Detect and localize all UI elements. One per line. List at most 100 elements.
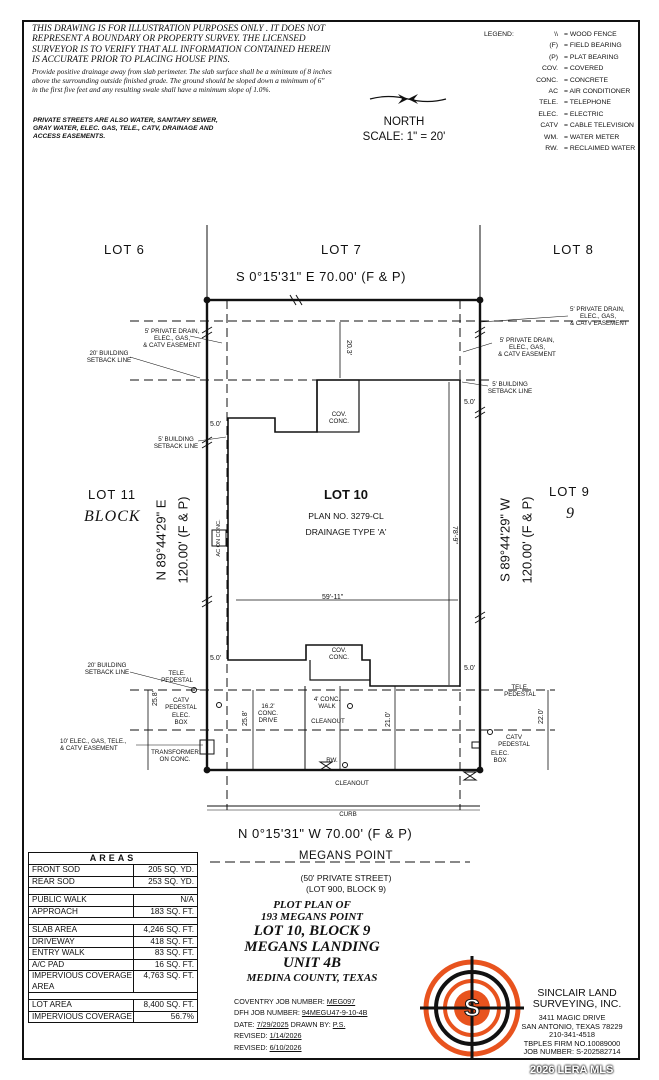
areas-value: 8,400 SQ. FT.	[143, 1000, 194, 1009]
areas-value: 16 SQ. FT.	[154, 959, 194, 969]
mls-watermark: 2026 LERA MLS	[530, 1064, 614, 1076]
date-row: DATE: 7/29/2025 DRAWN BY: P.S.	[234, 1019, 367, 1030]
dim-21-0: 21.0'	[385, 712, 392, 727]
transformer-label: TRANSFORMER ON CONC.	[150, 749, 200, 763]
setback-5-right: 5' BUILDING SETBACK LINE	[486, 381, 534, 395]
legend-row: (F)= FIELD BEARING	[496, 40, 635, 51]
north-arrow-icon	[369, 94, 447, 104]
lot-6-label: LOT 6	[104, 242, 145, 257]
label-line: 5' PRIVATE DRAIN,	[144, 328, 200, 335]
lot-8-label: LOT 8	[553, 242, 594, 257]
company-addr-1: 3411 MAGIC DRIVE	[538, 1013, 606, 1022]
areas-spacer	[29, 888, 197, 895]
label-line: ELEC.	[172, 712, 190, 719]
areas-value: N/A	[180, 895, 194, 904]
drainage-type: DRAINAGE TYPE 'A'	[305, 527, 387, 537]
setback-20-bottom: 20' BUILDING SETBACK LINE	[82, 662, 132, 676]
legend-key: ELEC.	[538, 110, 558, 118]
block-label: BLOCK	[84, 508, 141, 525]
dim-25-8-left: 25.8'	[152, 691, 159, 706]
areas-label: LOT AREA	[29, 1000, 134, 1011]
easement-10: 10' ELEC., GAS, TELE., & CATV EASEMENT	[60, 738, 140, 752]
label-line: & CATV EASEMENT	[570, 320, 628, 327]
label-line: CONC.	[258, 710, 278, 717]
label-line: ON CONC.	[159, 756, 191, 763]
disclaimer-note: THIS DRAWING IS FOR ILLUSTRATION PURPOSE…	[32, 24, 331, 66]
cleanout-label-1: CLEANOUT	[311, 718, 345, 725]
label-line: SETBACK LINE	[84, 669, 130, 676]
label-line: ELEC.	[491, 750, 509, 757]
dim-78-9: 78'-9"	[451, 526, 458, 544]
label-line: 20' BUILDING	[87, 662, 127, 669]
street-sub-2: (LOT 900, BLOCK 9)	[305, 884, 387, 894]
label-line: WALK	[318, 703, 336, 710]
label-line: PEDESTAL	[161, 677, 193, 684]
title-line-2: 193 MEGANS POINT	[260, 911, 364, 923]
label-line: SETBACK LINE	[153, 443, 199, 450]
company-details: 3411 MAGIC DRIVE SAN ANTONIO, TEXAS 7822…	[510, 1013, 634, 1057]
revised-row-2: REVISED: 6/10/2026	[234, 1042, 367, 1053]
legend-row: AC= AIR CONDITIONER	[496, 86, 635, 97]
legend-row: (P)= PLAT BEARING	[496, 52, 635, 63]
drain-easement-right: 5' PRIVATE DRAIN, ELEC., GAS, & CATV EAS…	[570, 306, 650, 327]
dfh-label: DFH JOB NUMBER:	[234, 1008, 300, 1018]
revised-value-1: 1/14/2026	[269, 1031, 302, 1041]
dim-5-right-bottom: 5.0'	[464, 665, 476, 672]
logo-letter: S	[464, 995, 480, 1022]
date-label: DATE:	[234, 1019, 255, 1029]
street-sub-1: (50' PRIVATE STREET)	[300, 873, 392, 883]
legend-row: RW.= RECLAIMED WATER	[496, 143, 635, 154]
areas-label: APPROACH	[29, 906, 134, 917]
drawn-value: P.S.	[332, 1019, 346, 1029]
north-block: NORTH SCALE: 1" = 20'	[350, 115, 458, 145]
areas-value: 4,246 SQ. FT.	[143, 925, 194, 934]
label-line: 5' BUILDING	[492, 381, 528, 388]
surveyor-logo-icon: S	[420, 956, 524, 1060]
dim-22-0: 22.0'	[538, 709, 545, 724]
areas-value: 83 SQ. FT.	[154, 948, 194, 957]
label-line: CONC.	[329, 654, 349, 661]
label-line: & CATV EASEMENT	[143, 342, 201, 349]
drawn-label: DRAWN BY:	[290, 1019, 331, 1029]
lot-10-label: LOT 10	[323, 487, 369, 502]
label-line: ELEC., GAS,	[153, 335, 191, 342]
company-job: JOB NUMBER: S-202582714	[523, 1047, 621, 1057]
areas-value: 253 SQ. YD.	[148, 876, 194, 886]
label-line: BOX	[174, 719, 188, 726]
label-line: DRIVE	[258, 717, 278, 724]
areas-label: A/C PAD	[29, 959, 134, 970]
legend-row: WM.= WATER METER	[496, 132, 635, 143]
elec-box-left: ELEC. BOX	[168, 712, 194, 726]
label-line: TRANSFORMER	[151, 749, 199, 756]
lot-9-label: LOT 9	[549, 484, 590, 499]
legend-title: LEGEND:	[484, 31, 514, 38]
title-line-1: PLOT PLAN OF	[273, 899, 351, 911]
coventry-value: MEG097	[326, 997, 356, 1006]
bearing-top: S 0°15'31" E 70.00' (F & P)	[236, 269, 406, 284]
bearing-right-b: 120.00' (F & P)	[519, 496, 535, 584]
legend-row: CONC.= CONCRETE	[496, 75, 635, 86]
areas-label: PUBLIC WALK	[29, 895, 134, 906]
legend-key: CATV	[540, 122, 558, 130]
cleanout-label-2: CLEANOUT	[335, 780, 369, 787]
dim-5-right-top: 5.0'	[464, 399, 476, 406]
areas-label: REAR SOD	[29, 876, 134, 887]
street-name: MEGANS POINT	[298, 850, 394, 862]
label-line: 4' CONC.	[313, 696, 341, 703]
areas-value: 56.7%	[170, 1011, 194, 1021]
legend-key: COV.	[542, 65, 558, 73]
legend-row: \\= WOOD FENCE	[496, 29, 635, 40]
areas-spacer	[29, 993, 197, 1000]
revised-label-2: REVISED:	[234, 1042, 268, 1052]
concrete-drive-label: 16.2' CONC. DRIVE	[254, 703, 282, 724]
curb-label: CURB	[339, 811, 357, 818]
label-line: CATV	[505, 734, 523, 741]
label-line: & CATV EASEMENT	[60, 745, 118, 752]
areas-title: AREAS	[29, 853, 197, 865]
revised-value-2: 6/10/2026	[269, 1042, 302, 1052]
dim-20-3: 20.3'	[345, 340, 352, 355]
